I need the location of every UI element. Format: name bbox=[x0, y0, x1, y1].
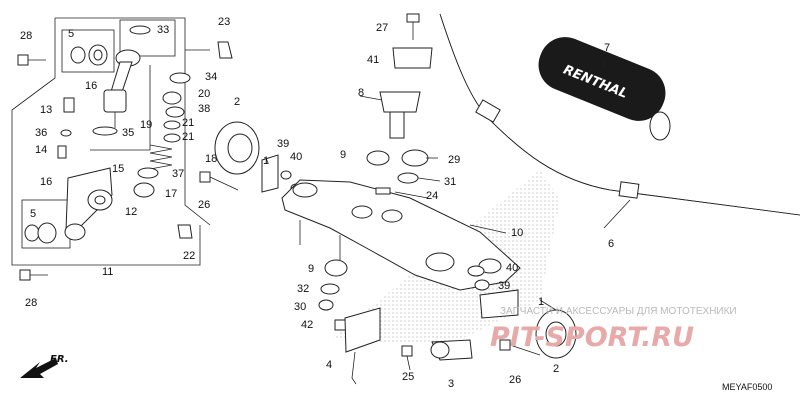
callout-30: 30 bbox=[294, 301, 306, 313]
callout-1: 1 bbox=[263, 155, 269, 167]
callout-27: 27 bbox=[376, 22, 388, 34]
callout-9: 9 bbox=[340, 149, 346, 161]
callout-26: 26 bbox=[198, 199, 210, 211]
callout-15: 15 bbox=[112, 163, 124, 175]
callout-7: 7 bbox=[604, 42, 610, 54]
callout-41: 41 bbox=[367, 54, 379, 66]
callout-2: 2 bbox=[553, 363, 559, 375]
callout-26: 26 bbox=[509, 374, 521, 386]
top-bridge bbox=[281, 179, 521, 291]
callout-22: 22 bbox=[183, 250, 195, 262]
callout-28: 28 bbox=[25, 297, 37, 309]
damper-parts bbox=[17, 25, 239, 281]
callout-10: 10 bbox=[511, 227, 523, 239]
callout-1: 1 bbox=[538, 296, 544, 308]
callout-37: 37 bbox=[172, 168, 184, 180]
callout-29: 29 bbox=[448, 154, 460, 166]
front-direction-arrow: FR. bbox=[20, 354, 69, 378]
callout-13: 13 bbox=[40, 104, 52, 116]
callout-3: 3 bbox=[448, 378, 454, 390]
callout-35: 35 bbox=[122, 127, 134, 139]
callout-34: 34 bbox=[205, 71, 217, 83]
callout-33: 33 bbox=[157, 24, 169, 36]
handlebar-upper-holder bbox=[366, 13, 433, 195]
callout-18: 18 bbox=[205, 153, 217, 165]
callout-4: 4 bbox=[326, 359, 332, 371]
callout-19: 19 bbox=[140, 119, 152, 131]
callout-31: 31 bbox=[444, 176, 456, 188]
callout-28: 28 bbox=[20, 30, 32, 42]
callout-38: 38 bbox=[198, 103, 210, 115]
callout-24: 24 bbox=[426, 190, 438, 202]
diagram-code: MEYAF0500 bbox=[722, 382, 772, 392]
callout-8: 8 bbox=[358, 87, 364, 99]
callout-12: 12 bbox=[125, 206, 137, 218]
callout-16: 16 bbox=[85, 80, 97, 92]
callout-6: 6 bbox=[608, 238, 614, 250]
callout-40: 40 bbox=[290, 151, 302, 163]
handlebar-holder-left bbox=[214, 121, 302, 193]
callout-42: 42 bbox=[301, 319, 313, 331]
callout-32: 32 bbox=[297, 283, 309, 295]
callout-39: 39 bbox=[277, 138, 289, 150]
callout-36: 36 bbox=[35, 127, 47, 139]
handlebar bbox=[439, 13, 800, 216]
callout-16: 16 bbox=[40, 176, 52, 188]
callout-5: 5 bbox=[30, 208, 36, 220]
callout-21: 21 bbox=[182, 117, 194, 129]
watermark-logo: PIT-SPORT.RU bbox=[490, 322, 694, 353]
callout-14: 14 bbox=[35, 144, 47, 156]
callout-20: 20 bbox=[198, 88, 210, 100]
callout-9: 9 bbox=[308, 263, 314, 275]
lower-holder-parts bbox=[318, 259, 577, 385]
fr-label: FR. bbox=[50, 354, 69, 365]
callout-23: 23 bbox=[218, 16, 230, 28]
callout-39: 39 bbox=[498, 280, 510, 292]
callout-21: 21 bbox=[182, 131, 194, 143]
watermark-text: ЗАПЧАСТИ И АКСЕССУАРЫ ДЛЯ МОТОТЕХНИКИ bbox=[500, 306, 737, 317]
callout-11: 11 bbox=[102, 266, 113, 278]
leader-lines bbox=[265, 60, 631, 311]
callout-40: 40 bbox=[506, 262, 518, 274]
callout-5: 5 bbox=[68, 28, 74, 40]
callout-25: 25 bbox=[402, 371, 414, 383]
callout-17: 17 bbox=[165, 188, 177, 200]
callout-2: 2 bbox=[234, 96, 240, 108]
renthal-grip: RENTHAL bbox=[538, 37, 671, 141]
